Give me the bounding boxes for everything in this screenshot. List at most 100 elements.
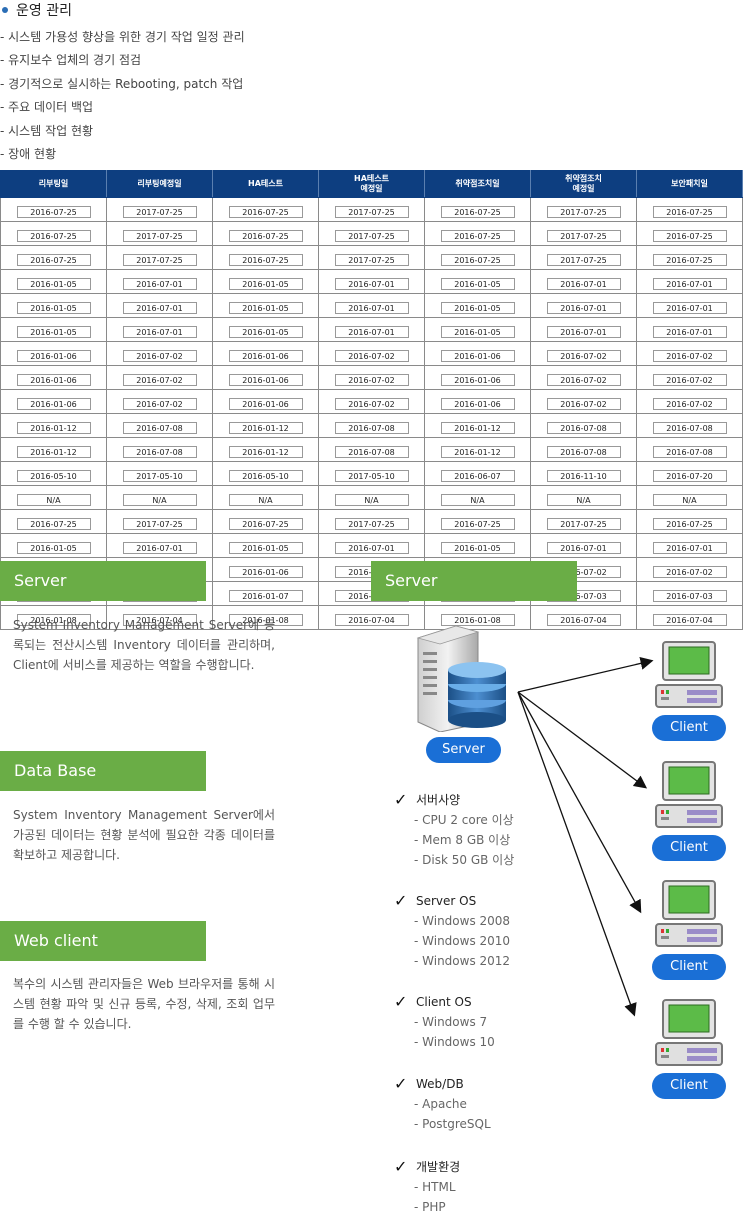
- table-cell: 2017-07-25: [530, 221, 637, 246]
- table-cell: 2016-07-08: [106, 413, 213, 438]
- date-value: 2016-01-05: [16, 302, 91, 314]
- date-value: 2017-07-25: [122, 230, 197, 242]
- spec-item: - HTML: [414, 1180, 456, 1194]
- date-value: 2016-07-08: [546, 422, 621, 434]
- table-body: 2016-07-25 2017-07-25 2016-07-25 2017-07-25…: [0, 197, 743, 630]
- arrow-client-2: [517, 691, 648, 789]
- table-cell: 2016-01-05: [212, 317, 319, 342]
- check-icon: ✓: [394, 992, 408, 1011]
- spec-item: - Windows 2010: [414, 934, 511, 948]
- spec-group-server-os: ✓Server OS - Windows 2008 - Windows 2010…: [394, 891, 510, 971]
- table-cell: 2017-07-25: [318, 509, 425, 534]
- check-icon: ✓: [394, 790, 408, 809]
- spec-item: - Windows 7: [414, 1015, 488, 1029]
- database-section-title: Data Base: [0, 751, 206, 791]
- client-pc-icon: [655, 761, 723, 828]
- table-cell: 2016-01-06: [424, 341, 531, 366]
- column-header: 취약점조치 예정일: [530, 170, 637, 198]
- bullet-dot-icon: [2, 7, 8, 13]
- table-cell: 2016-07-02: [530, 365, 637, 390]
- database-section-text: System Inventory Management Server에서 가공된…: [13, 808, 275, 862]
- date-value: 2016-01-05: [440, 302, 515, 314]
- date-value: N/A: [652, 494, 727, 506]
- date-value: 2017-07-25: [334, 518, 409, 530]
- date-value: 2016-07-01: [334, 302, 409, 314]
- bullet-item: - 시스템 가용성 향상을 위한 경기 작업 일정 관리: [0, 30, 245, 44]
- table-cell: 2016-07-01: [530, 293, 637, 318]
- date-value: 2016-01-08: [440, 614, 515, 626]
- server-label: Server: [426, 737, 501, 763]
- server-section-text: System Inventory Management Server에 등록되는…: [13, 618, 275, 672]
- table-cell: 2016-07-25: [636, 221, 743, 246]
- table-cell: 2016-01-12: [424, 413, 531, 438]
- date-value: 2016-01-05: [228, 326, 303, 338]
- date-value: 2016-07-25: [228, 254, 303, 266]
- date-value: 2016-07-02: [122, 374, 197, 386]
- table-cell: 2016-07-01: [636, 317, 743, 342]
- table-cell: 2016-07-04: [318, 605, 425, 630]
- table-cell: 2016-01-05: [0, 533, 107, 558]
- column-header: 리부팅예정일: [106, 170, 213, 198]
- date-value: 2016-07-25: [652, 254, 727, 266]
- date-value: 2016-07-01: [652, 542, 727, 554]
- date-value: 2016-07-25: [228, 518, 303, 530]
- date-value: 2017-07-25: [334, 206, 409, 218]
- date-value: 2016-07-04: [652, 614, 727, 626]
- client-label-3: Client: [652, 954, 726, 980]
- date-value: 2016-07-08: [122, 422, 197, 434]
- date-value: 2016-07-03: [652, 590, 727, 602]
- date-value: 2016-01-06: [228, 566, 303, 578]
- date-value: 2016-07-01: [652, 326, 727, 338]
- bullet-list: - 시스템 가용성 향상을 위한 경기 작업 일정 관리 - 유지보수 업체의 …: [0, 26, 245, 166]
- date-value: 2016-01-12: [16, 422, 91, 434]
- table-cell: N/A: [636, 485, 743, 510]
- table-cell: 2016-07-02: [106, 389, 213, 414]
- bullet-item: - 유지보수 업체의 경기 점검: [0, 53, 142, 68]
- client-pc-icon: [655, 880, 723, 947]
- date-value: 2017-07-25: [546, 254, 621, 266]
- table-cell: 2016-07-04: [636, 605, 743, 630]
- spec-item: - Apache: [414, 1097, 467, 1111]
- table-cell: 2016-07-25: [0, 197, 107, 222]
- table-cell: 2016-01-12: [212, 437, 319, 462]
- date-value: 2017-07-25: [122, 206, 197, 218]
- client-label-2: Client: [652, 835, 726, 861]
- spec-group-server: ✓서버사양 - CPU 2 core 이상 - Mem 8 GB 이상 - Di…: [394, 790, 514, 870]
- date-value: 2016-07-25: [440, 230, 515, 242]
- server-database-icon: [416, 625, 506, 732]
- column-header: 보안패치일: [636, 170, 743, 198]
- date-value: 2016-07-01: [546, 278, 621, 290]
- table-cell: N/A: [212, 485, 319, 510]
- table-cell: 2016-07-01: [106, 533, 213, 558]
- date-value: 2016-07-02: [546, 350, 621, 362]
- spec-title: Server OS: [416, 894, 477, 908]
- date-value: 2016-07-25: [652, 206, 727, 218]
- table-cell: 2016-07-01: [530, 269, 637, 294]
- date-value: 2016-01-06: [228, 398, 303, 410]
- table-cell: 2016-01-12: [424, 437, 531, 462]
- date-value: 2016-07-01: [546, 302, 621, 314]
- date-value: 2016-07-02: [334, 398, 409, 410]
- table-cell: 2016-07-01: [636, 293, 743, 318]
- date-value: 2016-07-01: [334, 542, 409, 554]
- table-cell: 2017-05-10: [106, 461, 213, 486]
- table-cell: 2016-01-05: [212, 293, 319, 318]
- table-cell: 2017-07-25: [106, 221, 213, 246]
- date-value: 2016-01-05: [16, 542, 91, 554]
- date-value: N/A: [228, 494, 303, 506]
- date-value: 2016-07-25: [652, 230, 727, 242]
- date-value: 2017-07-25: [546, 206, 621, 218]
- date-value: 2016-07-08: [546, 446, 621, 458]
- spec-group-web-db: ✓Web/DB - Apache - PostgreSQL: [394, 1074, 491, 1134]
- table-cell: 2016-07-08: [318, 437, 425, 462]
- date-value: 2016-05-10: [16, 470, 91, 482]
- date-value: 2017-07-25: [546, 230, 621, 242]
- date-value: 2016-07-02: [546, 398, 621, 410]
- arrow-client-4: [517, 691, 637, 1017]
- date-value: 2016-07-02: [652, 566, 727, 578]
- table-cell: 2016-07-02: [530, 341, 637, 366]
- table-cell: 2016-01-05: [424, 269, 531, 294]
